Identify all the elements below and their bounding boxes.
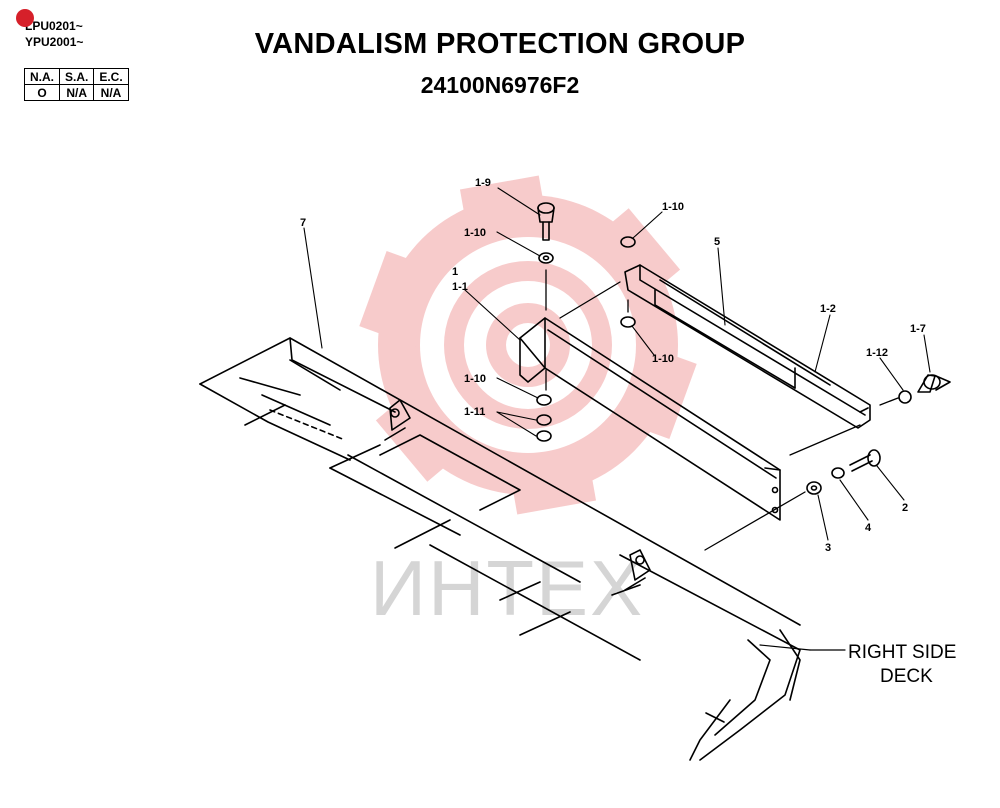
- codes-value-row: O N/A N/A: [24, 84, 129, 101]
- callout-2: 2: [902, 502, 908, 514]
- washer-1-10-a-hole: [542, 255, 550, 261]
- callout-1-10-lower: 1-10: [464, 373, 486, 385]
- assembly-line-e: [789, 424, 861, 456]
- nut-1-11-a: [536, 414, 552, 426]
- watermark-text: ИНТЕХ: [370, 544, 644, 632]
- serial-1: LPU0201~: [25, 19, 83, 33]
- washer-1-10-a: [538, 252, 554, 264]
- callout-1-11: 1-11: [464, 406, 485, 418]
- callout-1-12: 1-12: [866, 347, 888, 359]
- bolt-2: [849, 449, 881, 472]
- callout-4: 4: [865, 522, 872, 534]
- callout-1-2: 1-2: [820, 303, 836, 315]
- lock-washer-4: [831, 467, 845, 479]
- callout-5: 5: [714, 236, 720, 248]
- deck-label-line-2: DECK: [880, 666, 933, 687]
- washer-1-10-d: [536, 394, 552, 406]
- watermark-logo: ИНТЕХ: [359, 175, 697, 632]
- front-panel: [519, 317, 781, 521]
- deck-label-line-1: RIGHT SIDE: [848, 642, 956, 663]
- right-side-deck: [199, 337, 846, 761]
- codes-table: N.A. S.A. E.C. O N/A N/A: [24, 68, 129, 101]
- callout-1-10-top-left: 1-10: [464, 227, 486, 239]
- nut-1-10-c: [620, 316, 636, 328]
- callout-3: 3: [825, 542, 831, 554]
- callout-1-7: 1-7: [910, 323, 926, 335]
- serial-range: LPU0201~ YPU2001~: [16, 9, 84, 50]
- nut-1-10-b: [620, 236, 636, 248]
- assembly-line-g: [704, 491, 806, 551]
- washer-3-hole: [810, 485, 818, 491]
- part-number: 24100N6976F2: [420, 72, 580, 98]
- callout-labels: 1-9 1-10 1-10 5 7 1 1-1 1-2 1-10 1-12 1-…: [300, 177, 956, 687]
- callout-1-10-mid: 1-10: [652, 353, 674, 365]
- callout-7: 7: [300, 217, 306, 229]
- nut-1-11-b: [536, 430, 552, 442]
- target-center: [506, 323, 550, 367]
- callout-1-10-top-right: 1-10: [662, 201, 684, 213]
- item-5-strip: [659, 279, 831, 386]
- assembly-line-c: [559, 281, 621, 319]
- code-header-ec: E.C.: [93, 68, 129, 85]
- wing-nut-1-7: [917, 374, 951, 393]
- assembly-line-f: [879, 397, 899, 406]
- codes-header-row: N.A. S.A. E.C.: [24, 68, 129, 85]
- callout-1: 1: [452, 266, 458, 278]
- leader-lines: [303, 187, 931, 541]
- page-title: VANDALISM PROTECTION GROUP: [254, 28, 746, 60]
- rear-panel: [624, 264, 871, 429]
- corner-badge: [16, 9, 34, 27]
- callout-1-1: 1-1: [452, 281, 468, 293]
- code-value-ec: N/A: [93, 84, 129, 101]
- washer-1-12: [898, 390, 912, 404]
- serial-2: YPU2001~: [25, 35, 84, 49]
- callout-1-9: 1-9: [475, 177, 491, 189]
- washer-3: [806, 481, 822, 495]
